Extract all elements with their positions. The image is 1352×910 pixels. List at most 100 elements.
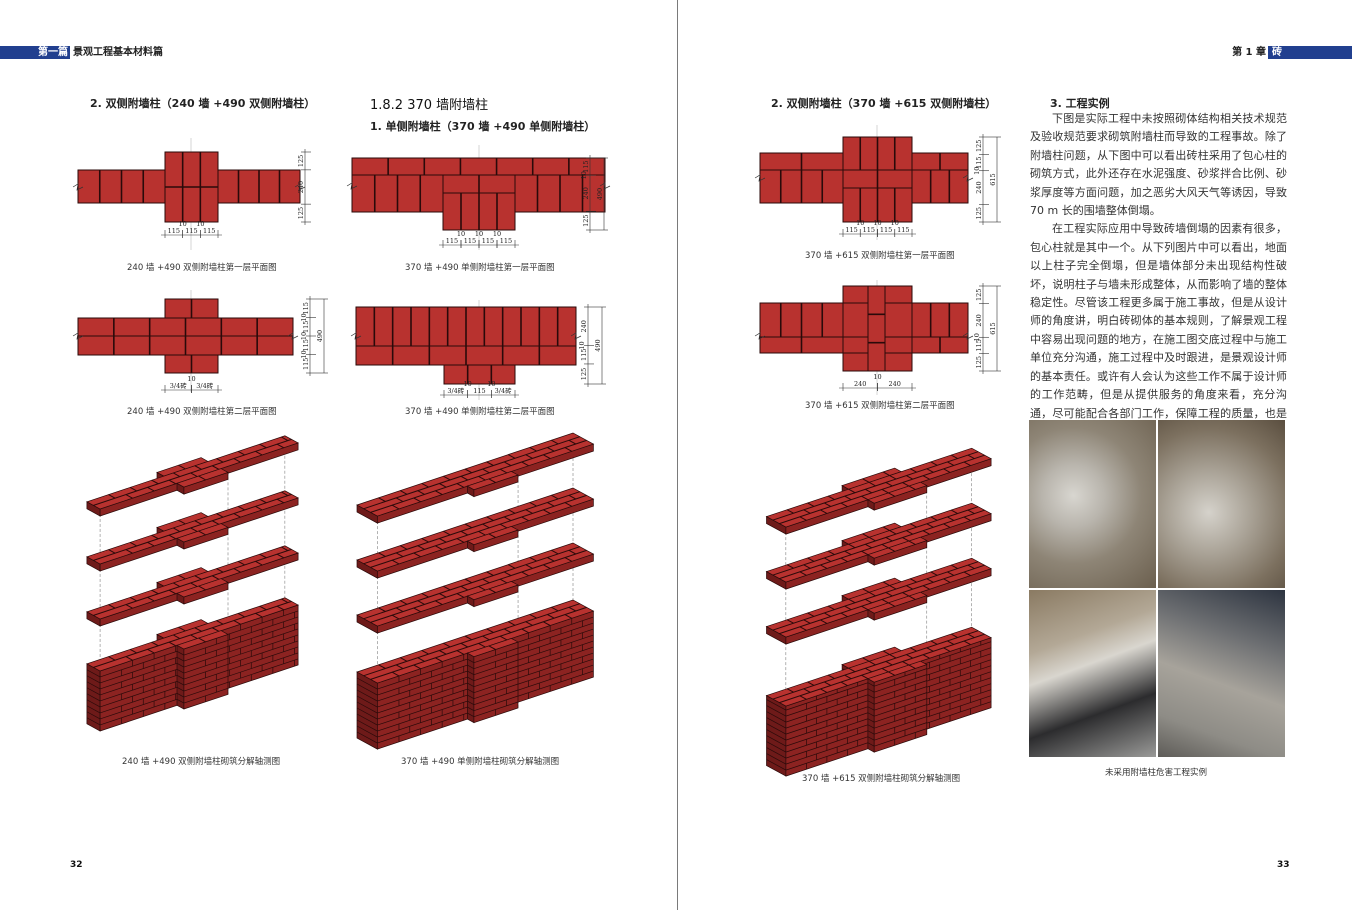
break-line-icon xyxy=(346,182,358,190)
mortar-joint xyxy=(378,664,386,669)
mortar-joint xyxy=(840,612,848,618)
mortar-joint xyxy=(529,501,537,507)
mortar-joint xyxy=(237,560,245,566)
mortar-joint xyxy=(844,605,852,611)
mortar-joint xyxy=(799,516,807,521)
dimension-label: 10 xyxy=(300,350,308,358)
mortar-joint xyxy=(435,545,443,550)
mortar-joint xyxy=(868,591,876,597)
brick-course xyxy=(842,285,869,304)
mortar-joint xyxy=(183,664,229,680)
mortar-joint xyxy=(521,628,529,634)
mortar-joint xyxy=(786,509,794,514)
page-number-right: 33 xyxy=(1277,860,1290,870)
dimension-label: 240 xyxy=(580,320,588,332)
exploded-brick-layer xyxy=(765,502,992,590)
mortar-joint xyxy=(478,585,486,591)
mortar-joint xyxy=(867,718,875,723)
mortar-joint xyxy=(473,701,519,718)
break-line-icon xyxy=(962,332,974,340)
mortar-joint xyxy=(862,478,870,483)
mortar-joint xyxy=(456,593,464,598)
exploded-brick-layer xyxy=(356,432,595,524)
mortar-joint xyxy=(521,571,529,577)
mortar-joint xyxy=(861,495,869,501)
brick-course xyxy=(351,157,606,176)
mortar-joint xyxy=(885,592,893,597)
mortar-joint xyxy=(417,600,425,605)
mortar-joint xyxy=(467,706,475,712)
mortar-joint xyxy=(125,604,133,609)
mortar-joint xyxy=(947,571,955,576)
caption-plan3: 240 墙 +490 双侧附墙柱第二层平面图 xyxy=(127,407,277,417)
dimension-label: 10 xyxy=(891,219,899,227)
mortar-joint xyxy=(543,621,551,626)
dimension-label: 115 xyxy=(582,160,590,172)
mortar-joint xyxy=(212,575,220,580)
dimension-label: 240 xyxy=(975,314,983,326)
brick-course xyxy=(842,336,869,354)
mortar-joint xyxy=(950,564,958,569)
dimension-label: 3/4砖 xyxy=(495,386,512,395)
heading-double-pilaster-240: 2. 双侧附墙柱（240 墙 +490 双侧附墙柱） xyxy=(90,97,316,110)
mortar-joint xyxy=(194,465,202,470)
mortar-joint xyxy=(473,647,519,664)
mortar-joint xyxy=(868,536,876,542)
mortar-joint xyxy=(874,710,927,729)
mortar-joint xyxy=(947,461,955,466)
dimension-label: 10 xyxy=(300,313,308,321)
dimension-label: 115 xyxy=(464,237,476,245)
caption-plan6: 370 墙 +615 双侧附墙柱第二层平面图 xyxy=(805,401,955,411)
mortar-joint xyxy=(399,600,408,605)
mortar-joint xyxy=(499,578,508,584)
mortar-joint xyxy=(370,494,587,568)
mortar-joint xyxy=(967,633,975,639)
mortar-joint xyxy=(478,475,486,481)
break-line-icon xyxy=(294,183,306,191)
mortar-joint xyxy=(259,443,267,449)
mortar-joint xyxy=(930,516,938,521)
mortar-joint xyxy=(909,523,917,528)
mortar-joint xyxy=(874,728,927,747)
mortar-joint xyxy=(529,613,537,619)
mortar-joint xyxy=(473,659,519,676)
mortar-joint xyxy=(844,550,852,556)
mortar-joint xyxy=(190,634,198,639)
mortar-joint xyxy=(848,488,856,494)
mortar-joint xyxy=(888,492,895,497)
mortar-joint xyxy=(378,607,386,612)
mortar-joint xyxy=(378,497,386,502)
mortar-joint xyxy=(867,694,875,699)
dimension-label: 115 xyxy=(302,302,310,314)
mortar-joint xyxy=(507,621,516,626)
mortar-joint xyxy=(963,571,971,576)
mortar-joint xyxy=(198,530,206,536)
mortar-joint xyxy=(399,490,408,495)
mortar-joint xyxy=(233,458,241,463)
mortar-joint xyxy=(772,506,979,576)
mortar-joint xyxy=(168,534,176,540)
mortar-joint xyxy=(807,502,815,507)
mortar-joint xyxy=(473,683,519,700)
mortar-joint xyxy=(908,664,916,669)
mortar-joint xyxy=(906,654,914,659)
brick-course xyxy=(443,364,516,385)
mortar-joint xyxy=(443,475,451,481)
mortar-joint xyxy=(521,516,529,522)
mortar-joint xyxy=(926,578,934,583)
mortar-joint xyxy=(233,513,241,518)
mortar-joint xyxy=(255,450,263,456)
mortar-joint xyxy=(827,550,835,555)
mortar-joint xyxy=(766,759,787,771)
mortar-joint xyxy=(486,571,494,576)
mortar-joint xyxy=(176,674,185,680)
heading-double-pilaster-370: 2. 双侧附墙柱（370 墙 +615 双侧附墙柱） xyxy=(771,97,997,110)
mortar-joint xyxy=(281,546,289,551)
mortar-joint xyxy=(363,491,580,565)
mortar-joint xyxy=(439,650,447,655)
mortar-joint xyxy=(183,670,229,686)
mortar-joint xyxy=(874,686,927,705)
mortar-joint xyxy=(486,628,494,633)
mortar-joint xyxy=(173,472,181,477)
